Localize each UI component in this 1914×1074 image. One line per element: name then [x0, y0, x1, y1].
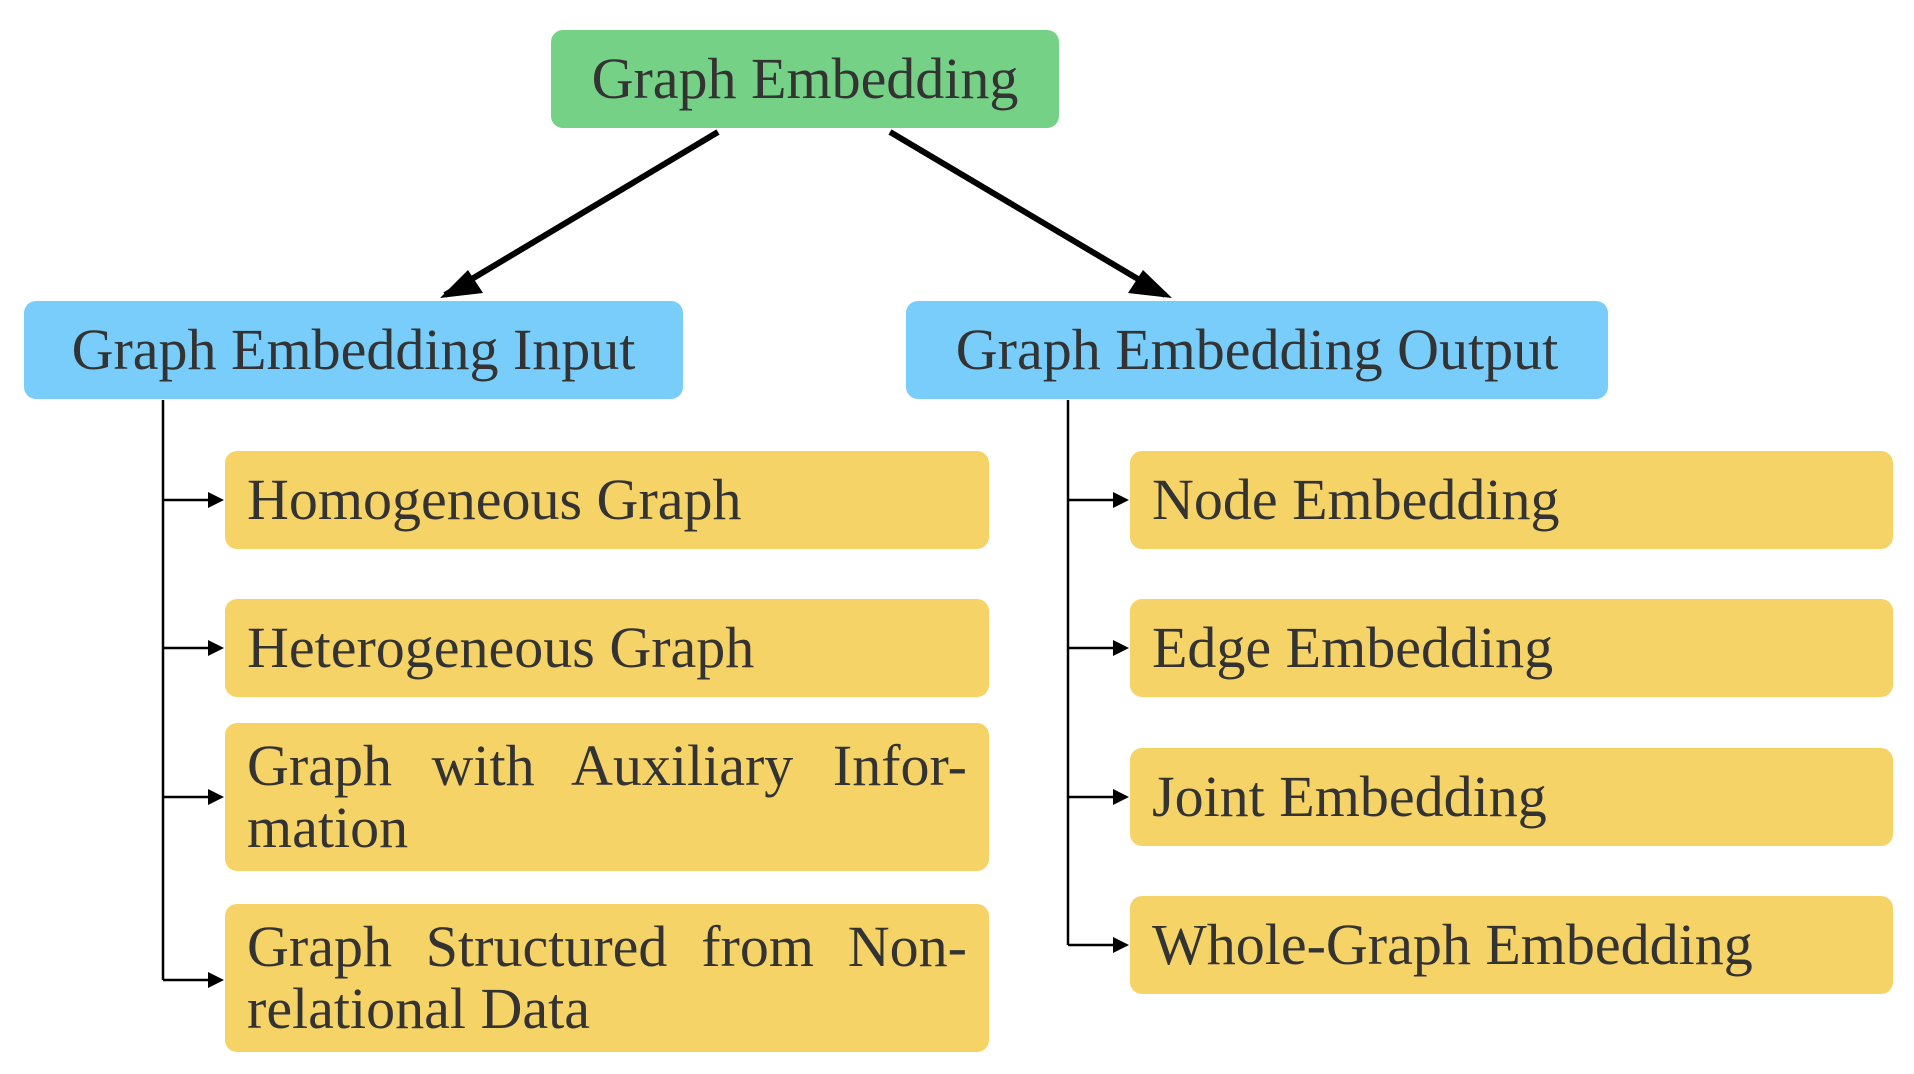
leaf-node-whole-graph-embedding: Whole-Graph Embedding [1130, 896, 1893, 994]
arrowhead-input-child-4 [208, 972, 224, 988]
arrowhead-input-child-1 [208, 492, 224, 508]
edge-root-to-output [888, 129, 1167, 298]
leaf-node-joint-embedding: Joint Embedding [1130, 748, 1893, 846]
arrowhead-output-child-1 [1113, 492, 1129, 508]
leaf-label: Node Embedding [1152, 467, 1560, 532]
leaf-label: Heterogeneous Graph [247, 615, 755, 680]
leaf-label: Homogeneous Graph [247, 467, 742, 532]
leaf-node-heterogeneous-graph: Heterogeneous Graph [225, 599, 989, 697]
branch-node-output: Graph Embedding Output [906, 301, 1608, 399]
leaf-node-graph-structured-from-non-relational-data: Graph Structured from Non-relational Dat… [225, 904, 989, 1052]
leaf-label: Graph with Auxiliary Infor- mation [247, 733, 967, 860]
leaf-node-node-embedding: Node Embedding [1130, 451, 1893, 549]
arrowhead-output [1128, 270, 1172, 298]
branch-node-input: Graph Embedding Input [24, 301, 683, 399]
leaf-node-edge-embedding: Edge Embedding [1130, 599, 1893, 697]
branch-label-input: Graph Embedding Input [71, 317, 636, 382]
root-label: Graph Embedding [591, 46, 1019, 111]
root-node: Graph Embedding [551, 30, 1059, 128]
arrowhead-input-child-3 [208, 789, 224, 805]
arrowhead-output-child-3 [1113, 789, 1129, 805]
branch-label-output: Graph Embedding Output [955, 317, 1559, 382]
leaf-node-homogeneous-graph: Homogeneous Graph [225, 451, 989, 549]
leaf-label: Joint Embedding [1152, 764, 1547, 829]
edge-root-to-input [443, 129, 720, 298]
leaf-label: Whole-Graph Embedding [1152, 912, 1753, 977]
arrowhead-output-child-2 [1113, 640, 1129, 656]
arrowhead-input [440, 270, 483, 298]
leaf-label: Graph Structured from Non-relational Dat… [247, 914, 967, 1041]
leaf-label: Edge Embedding [1152, 615, 1554, 680]
arrowhead-input-child-2 [208, 640, 224, 656]
arrowhead-output-child-4 [1113, 937, 1129, 953]
leaf-node-graph-with-auxiliary-information: Graph with Auxiliary Infor- mation [225, 723, 989, 871]
